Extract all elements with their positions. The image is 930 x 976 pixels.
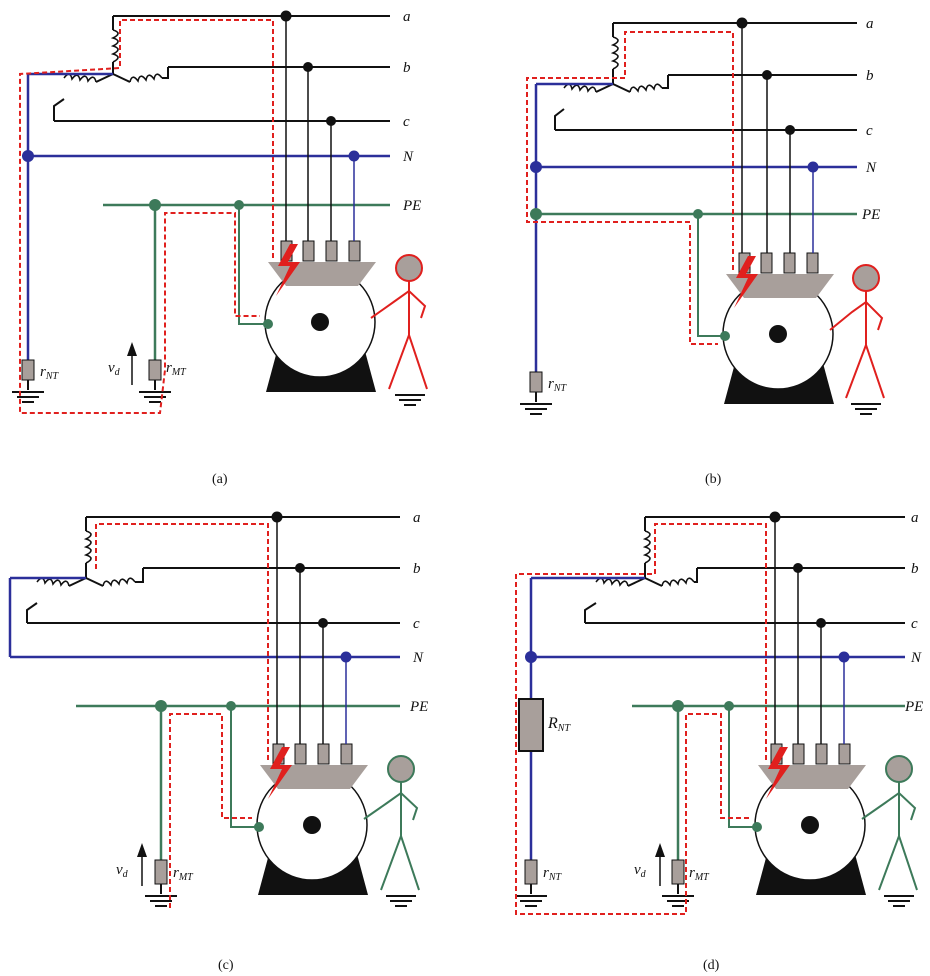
label-rnt: rNT [548,376,568,394]
person-icon [829,264,885,399]
label-a: a [413,510,421,526]
transformer-star [28,16,169,121]
motor [263,240,376,392]
person-icon [363,755,420,891]
motor [254,743,368,895]
caption-d: (d) [703,958,720,973]
panel-a: a b c N PE rNT rMT vd (a) [12,9,428,487]
label-a: a [911,510,919,526]
person-icon [861,755,918,891]
label-rnt: rNT [543,865,563,883]
winding-a-icon [610,36,619,70]
pe-node [149,199,161,211]
label-big-rnt: RNT [547,715,571,734]
fault-path-icon [95,523,269,908]
label-b: b [413,561,421,577]
fault-path-icon [19,19,274,414]
label-n: N [910,650,922,666]
label-b: b [911,561,919,577]
caption-b: (b) [705,472,722,487]
winding-a-icon [110,29,119,63]
winding-a-icon [83,530,92,564]
transformer-star [536,23,669,130]
label-rmt: rMT [689,865,710,883]
big-rnt-resistor [518,698,544,752]
label-c: c [911,616,918,632]
earth-symbol-person [395,394,425,406]
fault-path-icon [515,523,767,915]
winding-c-icon [563,83,597,93]
panel-b: a b c N PE rNT (b) [520,16,885,487]
label-pe: PE [409,699,428,715]
label-rnt: rNT [40,364,60,382]
label-vd: vd [634,862,647,880]
fault-bolt-icon [268,747,292,799]
label-c: c [413,616,420,632]
label-n: N [412,650,424,666]
person-icon [370,254,428,390]
winding-b-icon [629,83,663,93]
label-a: a [403,9,411,25]
winding-b-icon [661,577,695,587]
label-n: N [402,149,414,165]
motor [720,252,834,404]
label-a: a [866,16,874,32]
label-rmt: rMT [166,360,187,378]
fault-path-icon [526,31,734,345]
fault-bolt-icon [766,747,790,799]
fault-bolt-icon [276,244,300,296]
label-pe: PE [904,699,923,715]
neutral-node [22,150,34,162]
winding-c-icon [36,577,70,587]
label-b: b [866,68,874,84]
rmt-resistor [148,359,162,381]
winding-c-icon [63,73,97,83]
winding-c-icon [595,577,629,587]
label-pe: PE [402,198,421,214]
label-rmt: rMT [173,865,194,883]
winding-b-icon [129,73,163,83]
caption-c: (c) [218,958,234,973]
transformer-star [10,517,144,623]
fault-bolt-icon [734,256,758,308]
label-pe: PE [861,207,880,223]
rnt-resistor [21,359,35,381]
panel-d: a b c N PE RNT rNT rMT vd (d) [515,510,923,973]
panel-c: a b c N PE rMT vd (c) [8,510,428,973]
label-n: N [865,160,877,176]
label-c: c [403,114,410,130]
label-vd: vd [116,862,129,880]
winding-b-icon [102,577,136,587]
label-b: b [403,60,411,76]
label-vd: vd [108,360,121,378]
transformer-star [531,517,698,623]
label-c: c [866,123,873,139]
caption-a: (a) [212,472,228,487]
winding-a-icon [642,530,651,564]
motor [752,743,866,895]
